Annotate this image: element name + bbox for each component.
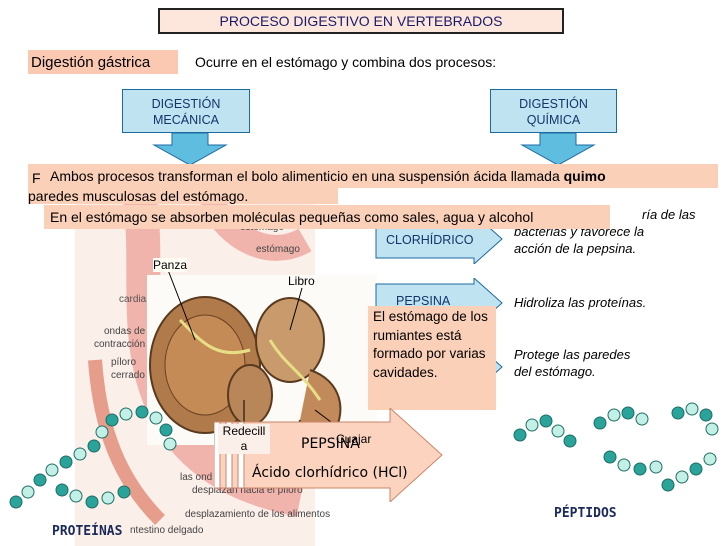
down-arrow-quimica-icon <box>520 133 596 166</box>
label-ondas-2: contracción <box>94 339 146 350</box>
label-ondas-1: ondas de <box>104 326 146 337</box>
desc-pepsina: Hidroliza las proteínas. <box>514 295 647 310</box>
label-piloro-1: píloro <box>111 357 137 368</box>
big-arrow-pepsina-label: PEPSINA <box>301 436 360 452</box>
label-bottom-2: desplazan hacia el píloro <box>192 485 303 496</box>
label-libro: Libro <box>288 274 315 288</box>
label-bottom-3: desplazamiento de los alimentos <box>185 509 331 520</box>
stomach-illustration <box>75 200 377 546</box>
protein-chain <box>9 405 177 509</box>
intro-text: Ocurre en el estómago y combina dos proc… <box>195 54 497 70</box>
note-quimo: Ambos procesos transforman el bolo alime… <box>44 164 718 188</box>
label-panza: Panza <box>153 258 188 272</box>
digestion-mecanica-box: DIGESTIÓN MECÁNICA <box>122 89 250 133</box>
label-bottom-1: las ond <box>180 472 213 483</box>
label-pepsina: PEPSINA <box>396 294 451 308</box>
section-tag: Digestión gástrica <box>28 50 178 74</box>
label-peptidos: PÉPTIDOS <box>554 506 617 521</box>
label-clorhidrico: CLORHÍDRICO <box>386 233 474 247</box>
label-proteinas: PROTEÍNAS <box>52 524 123 539</box>
note-behind-left-bottom: paredes musculosas del estómago. <box>28 188 249 204</box>
desc-moco-1: Protege las paredes <box>514 347 631 362</box>
label-bottom-4: ntestino delgado <box>130 525 204 536</box>
note-rumiantes: El estómago de los rumiantes está formad… <box>368 306 496 410</box>
big-arrow-hcl-label: Ácido clorhídrico (HCl) <box>252 465 408 481</box>
label-piloro-2: cerrado <box>111 370 145 381</box>
page-title: PROCESO DIGESTIVO EN VERTEBRADOS <box>158 8 564 34</box>
label-estomago-2: estómago <box>256 244 300 255</box>
peptide-chains <box>513 402 719 492</box>
label-cuajar: Cuajar <box>336 432 372 446</box>
desc-clorhidrico-1: ría de las <box>642 207 696 222</box>
desc-clorhidrico-3: acción de la pepsina. <box>514 241 637 256</box>
digestion-quimica-box: DIGESTIÓN QUÍMICA <box>490 89 617 133</box>
note-behind-left-top: F <box>32 170 41 186</box>
note-absorcion: En el estómago se absorben moléculas peq… <box>44 205 610 229</box>
label-cardias: cardia <box>119 294 147 305</box>
desc-moco-2: del estómago. <box>514 364 596 379</box>
label-redecilla: Redecill a <box>218 424 270 454</box>
big-arrow-pepsina <box>214 408 443 502</box>
down-arrow-mecanica-icon <box>152 133 228 166</box>
